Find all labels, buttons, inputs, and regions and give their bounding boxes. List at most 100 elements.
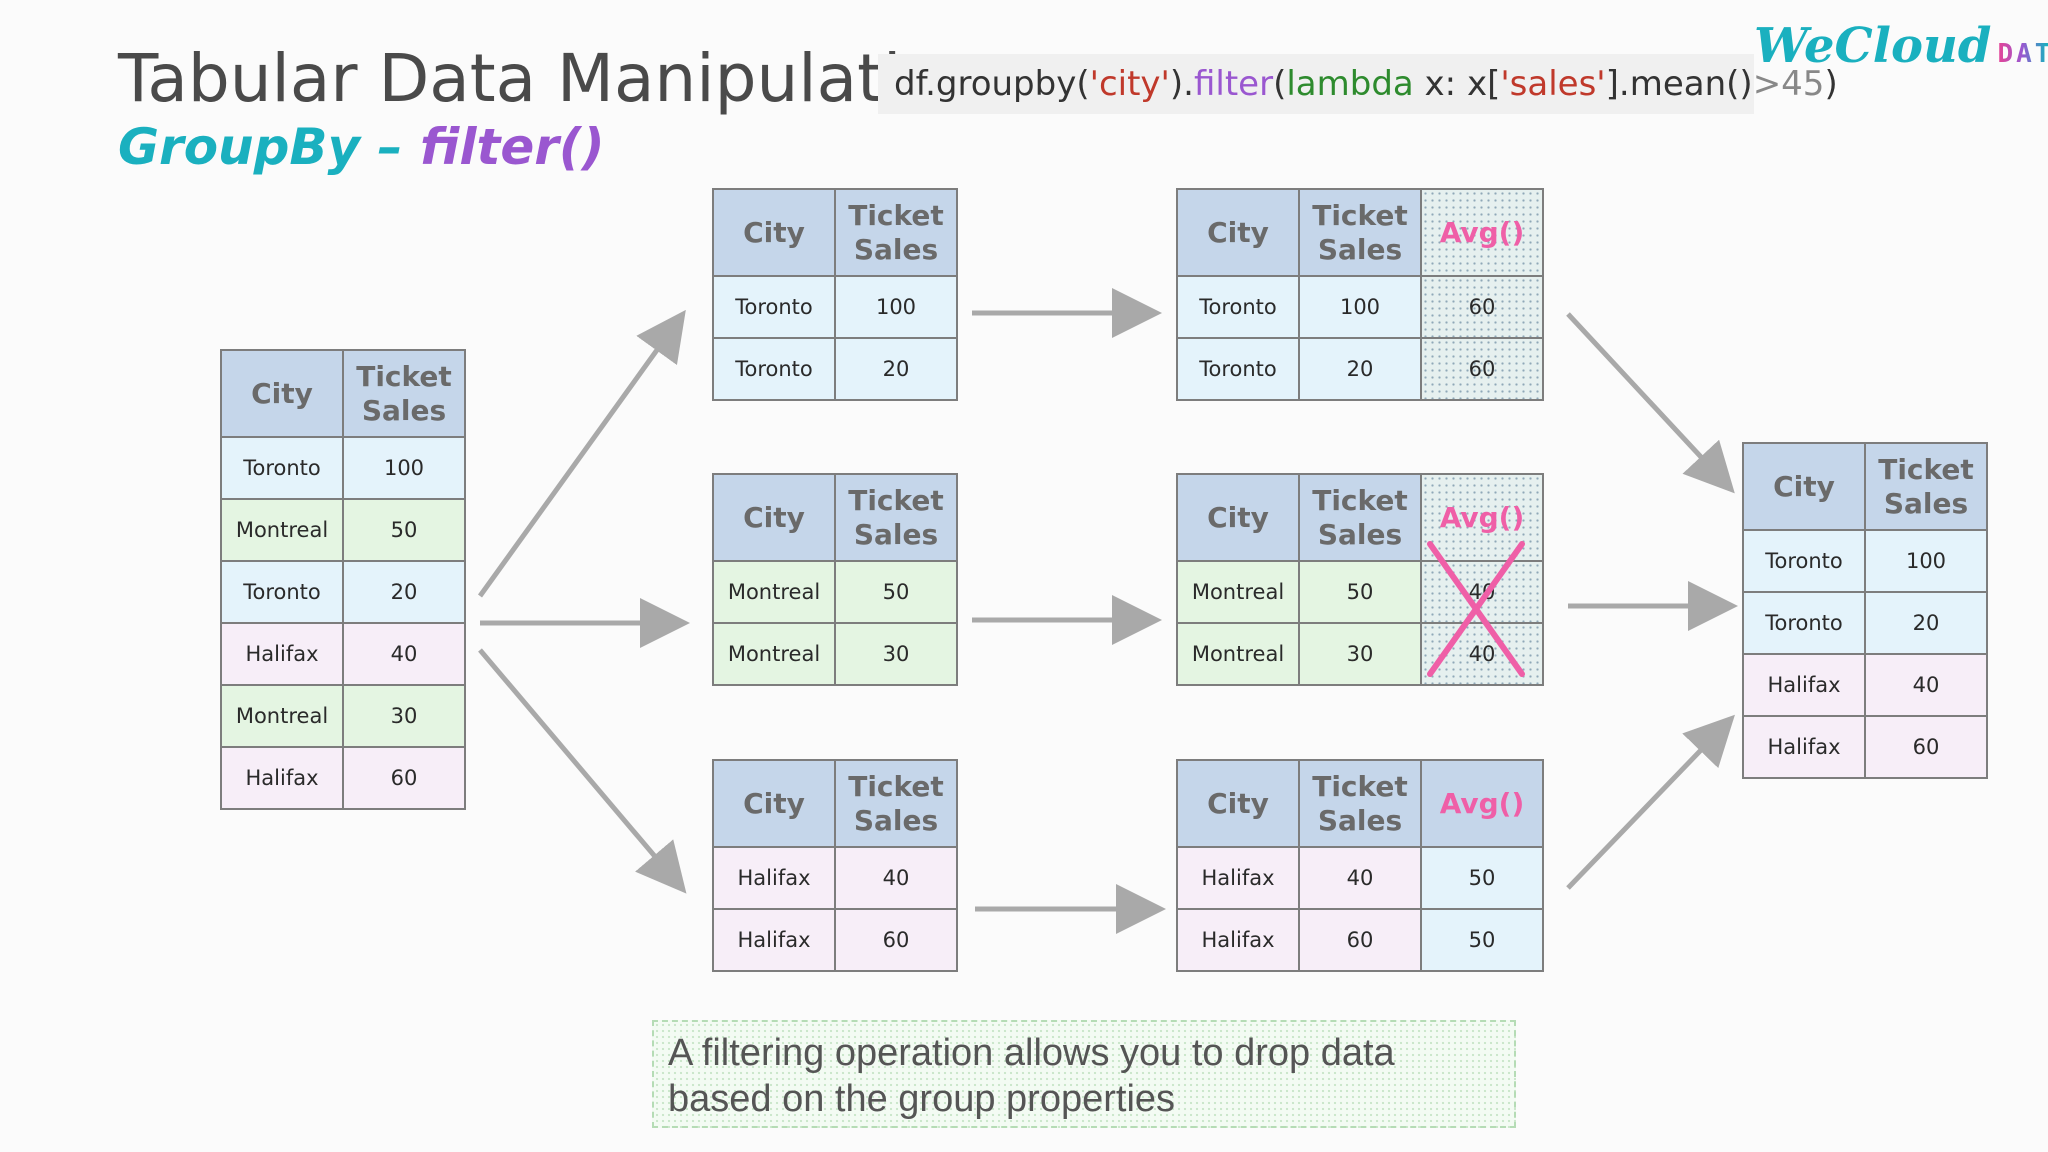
code-snippet: df.groupby('city').filter(lambda x: x['s… <box>878 54 1838 114</box>
city-cell: Montreal <box>712 560 836 624</box>
subtitle-filter: filter() <box>419 118 605 176</box>
code-token: x: x[ <box>1413 64 1501 104</box>
city-cell: Montreal <box>220 684 344 748</box>
code-token: filter <box>1193 64 1274 104</box>
city-cell: Toronto <box>712 337 836 401</box>
table-row: Montreal 50 <box>712 560 958 624</box>
sales-cell: 60 <box>1298 908 1422 972</box>
sales-cell: 40 <box>342 622 466 686</box>
code-token: ( <box>1273 64 1287 104</box>
header-city: City <box>220 349 344 438</box>
table-row: Halifax 60 <box>1742 715 1988 779</box>
header-ticket: Ticket <box>848 483 944 517</box>
sales-cell: 40 <box>1298 846 1422 910</box>
table-row: Halifax 60 50 <box>1176 908 1544 972</box>
header-city: City <box>712 188 836 277</box>
table-row: Halifax 40 <box>1742 653 1988 717</box>
header-city: City <box>1176 473 1300 562</box>
table-row: Toronto 20 <box>1742 591 1988 655</box>
code-token: ) <box>1824 64 1838 104</box>
subtitle-dash: – <box>360 118 420 176</box>
city-cell: Montreal <box>1176 622 1300 686</box>
wecloud-logo: WeCloudDATA <box>1754 18 2048 74</box>
table-row: Toronto 20 60 <box>1176 337 1544 401</box>
avg-cell: 40 <box>1420 560 1544 624</box>
city-cell: Montreal <box>220 498 344 562</box>
header-sales: Sales <box>1317 232 1403 266</box>
sales-cell: 20 <box>1298 337 1422 401</box>
slide-subtitle: GroupBy – filter() <box>118 118 605 176</box>
table-row: Halifax 40 50 <box>1176 846 1544 910</box>
avg-cell: 60 <box>1420 275 1544 339</box>
table-row: Montreal 30 40 <box>1176 622 1544 686</box>
code-token: ). <box>1169 64 1194 104</box>
sales-cell: 30 <box>834 622 958 686</box>
logo-wordmark: WeCloud <box>1754 18 1992 74</box>
header-city: City <box>712 759 836 848</box>
avg-cell: 50 <box>1420 908 1544 972</box>
city-cell: Montreal <box>712 622 836 686</box>
table-row: Montreal 30 <box>220 684 466 748</box>
code-token: ].mean() <box>1605 64 1753 104</box>
arrow-source-to-halifax <box>478 648 687 894</box>
subtitle-groupby: GroupBy <box>118 118 361 176</box>
table-row: Toronto 100 <box>1742 529 1988 593</box>
header-ticket: Ticket <box>848 769 944 803</box>
sales-cell: 100 <box>834 275 958 339</box>
table-row: Montreal 50 <box>220 498 466 562</box>
header-city: City <box>1176 188 1300 277</box>
city-cell: Toronto <box>1176 275 1300 339</box>
table-row: Montreal 50 40 <box>1176 560 1544 624</box>
table-row: Toronto 20 <box>712 337 958 401</box>
header-city: City <box>712 473 836 562</box>
header-city: City <box>1742 442 1866 531</box>
sales-cell: 100 <box>1298 275 1422 339</box>
table-row: Halifax 60 <box>220 746 466 810</box>
city-cell: Halifax <box>1176 908 1300 972</box>
sales-cell: 30 <box>1298 622 1422 686</box>
code-token: lambda <box>1286 64 1414 104</box>
sales-cell: 20 <box>1864 591 1988 655</box>
city-cell: Halifax <box>220 746 344 810</box>
sales-cell: 60 <box>1864 715 1988 779</box>
code-token: 'city' <box>1089 64 1170 104</box>
arrow-toronto-to-result <box>1566 312 1735 494</box>
table-row: Halifax 40 <box>220 622 466 686</box>
header-avg: Avg() <box>1420 759 1544 848</box>
header-ticket: Ticket <box>356 359 452 393</box>
logo-suffix: DATA <box>1997 39 2048 69</box>
arrow-halifax-to-result <box>1566 714 1735 890</box>
header-sales: Sales <box>1317 517 1403 551</box>
city-cell: Halifax <box>712 908 836 972</box>
city-cell: Toronto <box>1742 591 1866 655</box>
header-sales: Sales <box>853 803 939 837</box>
arrow-source-to-toronto <box>477 309 686 598</box>
sales-cell: 50 <box>342 498 466 562</box>
city-cell: Toronto <box>1742 529 1866 593</box>
header-ticket: Ticket <box>1878 452 1974 486</box>
avg-cell: 50 <box>1420 846 1544 910</box>
header-ticket: Ticket <box>1312 483 1408 517</box>
city-cell: Toronto <box>220 560 344 624</box>
code-token: df.groupby( <box>894 64 1090 104</box>
header-sales: Sales <box>853 517 939 551</box>
avg-cell: 60 <box>1420 337 1544 401</box>
table-row: Toronto 100 <box>220 436 466 500</box>
header-sales: Sales <box>853 232 939 266</box>
header-ticket: Ticket <box>1312 198 1408 232</box>
header-sales: Sales <box>1317 803 1403 837</box>
header-city: City <box>1176 759 1300 848</box>
sales-cell: 60 <box>342 746 466 810</box>
